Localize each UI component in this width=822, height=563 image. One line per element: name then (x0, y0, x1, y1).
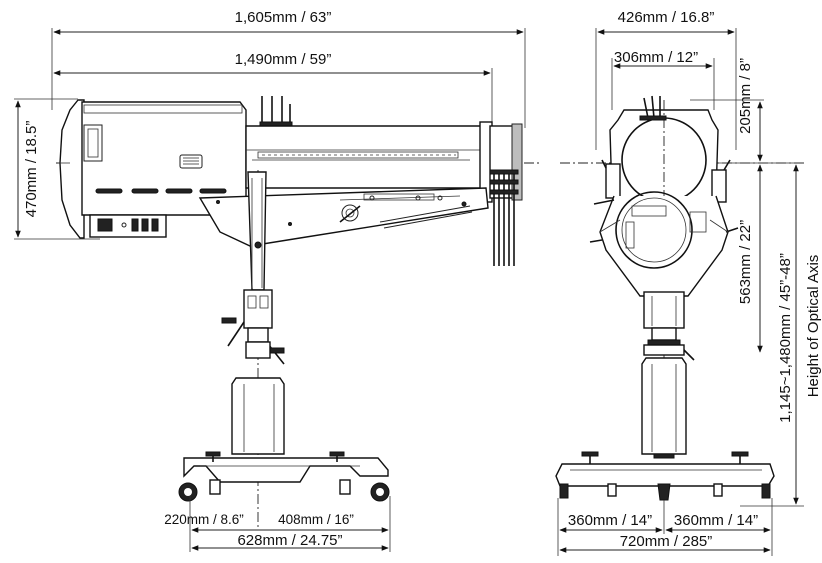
barrel (245, 125, 489, 189)
axis-height-label: 1,145~1,480mm / 45”-48” (777, 253, 794, 423)
front-view: 426mm / 16.8” 306mm / 12” 205mm / 8” 563… (555, 9, 822, 556)
top-offset-label: 205mm / 8” (737, 58, 754, 134)
body-height-label: 470mm / 18.5” (23, 121, 40, 218)
dim-body-length: 1,490mm / 59” (53, 51, 493, 122)
yoke-cradle (198, 187, 489, 247)
side-view: 1,605mm / 63” 1,490mm / 59” 470mm / 18.5… (14, 9, 540, 552)
front-boomerang (479, 121, 523, 266)
front-base-total-label: 720mm / 285” (620, 533, 713, 550)
front-base-right-label: 360mm / 14” (674, 512, 758, 529)
axis-to-mid-label: 563mm / 22” (737, 220, 754, 304)
front-base (555, 451, 775, 501)
front-housing (601, 95, 731, 360)
dim-overall-length: 1,605mm / 63” (51, 9, 526, 128)
side-base-left-label: 220mm / 8.6” (164, 512, 244, 527)
rear-cap (59, 99, 85, 239)
body-length-label: 1,490mm / 59” (235, 51, 332, 68)
lamp-house (81, 101, 247, 216)
dim-front-width: 426mm / 16.8” (595, 9, 737, 150)
dim-front-base: 360mm / 14” 360mm / 14” 720mm / 285” (557, 498, 773, 556)
side-base-right-label: 408mm / 16” (278, 512, 354, 527)
side-stand (221, 170, 285, 530)
front-base-left-label: 360mm / 14” (568, 512, 652, 529)
lens-width-label: 306mm / 12” (614, 49, 698, 66)
top-knobs (259, 96, 293, 127)
side-base (178, 451, 390, 502)
dim-top-offset: 205mm / 8” (690, 58, 764, 162)
dim-axis-to-mid: 563mm / 22” (718, 162, 804, 353)
dim-axis-height: 1,145~1,480mm / 45”-48” Height of Optica… (740, 164, 822, 507)
control-panel (89, 214, 167, 238)
overall-length-label: 1,605mm / 63” (235, 9, 332, 26)
dim-side-base: 220mm / 8.6” 408mm / 16” 628mm / 24.75” (164, 496, 391, 552)
front-yoke (589, 191, 739, 297)
side-base-total-label: 628mm / 24.75” (237, 532, 342, 549)
dim-lens-width: 306mm / 12” (611, 49, 715, 110)
dim-body-height: 470mm / 18.5” (14, 98, 100, 240)
front-width-label: 426mm / 16.8” (618, 9, 715, 26)
axis-height-caption: Height of Optical Axis (805, 255, 822, 398)
front-stand (641, 291, 695, 455)
